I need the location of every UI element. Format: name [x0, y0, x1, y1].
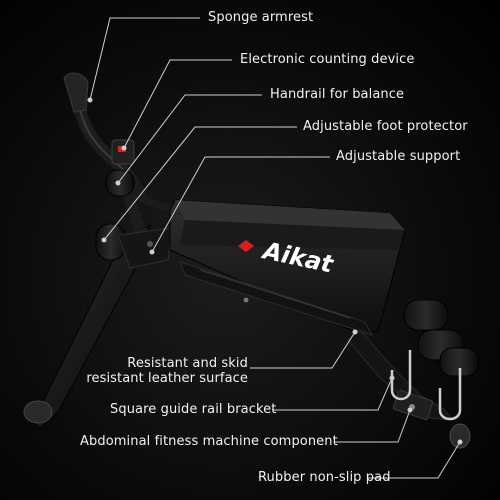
- u-rail-right: [438, 368, 462, 421]
- rubber-pad-front: [23, 400, 53, 424]
- sponge-armrest-grip: [63, 72, 89, 113]
- leg-roller-top: [403, 299, 449, 331]
- label-foot-protector: Adjustable foot protector: [303, 119, 468, 134]
- u-rail-left: [390, 350, 412, 401]
- square-guide-rail: [179, 261, 374, 336]
- upright-post: [118, 180, 150, 246]
- label-abdominal-component: Abdominal fitness machine component: [80, 434, 338, 449]
- label-electronic-counter: Electronic counting device: [240, 52, 415, 67]
- label-adjustable-support: Adjustable support: [336, 149, 461, 164]
- adjustable-support-bracket: [117, 227, 173, 269]
- label-guide-rail: Square guide rail bracket: [110, 402, 277, 417]
- rubber-pad-rear: [449, 423, 471, 449]
- leader-lines: [87, 17, 463, 479]
- label-rubber-pad: Rubber non-slip pad: [258, 470, 391, 485]
- label-handrail: Handrail for balance: [270, 87, 405, 102]
- label-leather-surface-line2: resistant leather surface: [86, 371, 248, 386]
- label-sponge-armrest: Sponge armrest: [208, 10, 314, 25]
- label-leather-surface: Resistant and skid resistant leather sur…: [60, 356, 248, 386]
- label-leather-surface-line1: Resistant and skid: [127, 356, 248, 371]
